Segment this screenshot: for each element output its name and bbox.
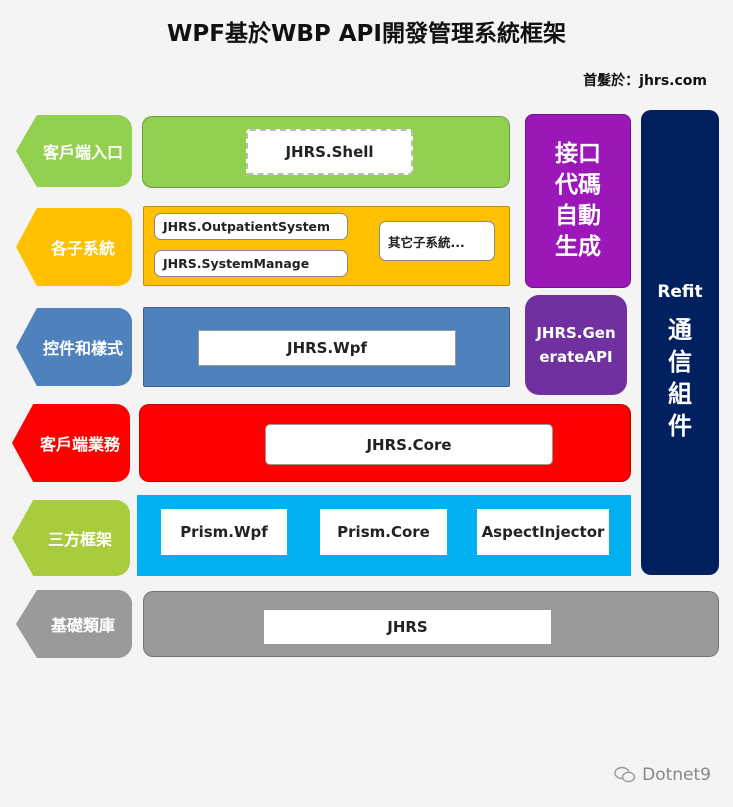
layer-client-entry: JHRS.Shell [142,116,510,188]
box-prism-core: Prism.Core [320,509,447,555]
layer-label-client-business: 客戶端業務 [12,404,130,482]
layer-third-party: Prism.Wpf Prism.Core AspectInjector [137,495,631,576]
box-other-subsystems: 其它子系統... [379,221,495,261]
layer-label-client-entry: 客戶端入口 [16,115,132,187]
watermark: Dotnet9 [614,765,711,785]
layer-label-base-library: 基礎類庫 [16,590,132,658]
refit-line-1: 通 [668,316,692,344]
box-outpatient-system: JHRS.OutpatientSystem [154,213,348,240]
box-system-manage: JHRS.SystemManage [154,250,348,277]
generate-api-line-1: JHRS.Gen [536,324,616,342]
box-jhrs-core: JHRS.Core [265,424,553,465]
box-prism-wpf: Prism.Wpf [161,509,287,555]
codegen-line-2: 代碼 [555,172,601,198]
layer-label-controls-styles: 控件和樣式 [16,308,132,386]
watermark-text: Dotnet9 [642,765,711,785]
layer-client-business: JHRS.Core [139,404,631,482]
layer-controls-styles: JHRS.Wpf [143,307,510,387]
source-note: 首髮於：jhrs.com [583,73,707,89]
codegen-line-3: 自動 [555,203,601,229]
layer-base-library: JHRS [143,591,719,657]
layer-subsystems: JHRS.OutpatientSystem JHRS.SystemManage … [143,206,510,286]
codegen-block: 接口 代碼 自動 生成 [525,114,631,288]
refit-line-3: 組 [668,380,692,408]
refit-block: Refit 通 信 組 件 [641,110,719,575]
generate-api-line-2: erateAPI [539,348,613,366]
codegen-line-4: 生成 [555,234,601,260]
refit-name: Refit [657,282,703,302]
refit-line-2: 信 [668,348,692,376]
codegen-line-1: 接口 [555,141,601,167]
box-jhrs-shell: JHRS.Shell [246,129,413,175]
box-aspect-injector: AspectInjector [477,509,609,555]
refit-line-4: 件 [668,412,692,440]
wechat-icon [614,766,636,783]
layer-label-subsystems: 各子系統 [16,208,132,286]
layer-label-third-party: 三方框架 [12,500,130,576]
box-jhrs: JHRS [263,609,552,645]
box-jhrs-wpf: JHRS.Wpf [198,330,456,366]
page-title: WPF基於WBP API開發管理系統框架 [167,21,566,47]
generate-api-block: JHRS.Gen erateAPI [525,295,627,395]
